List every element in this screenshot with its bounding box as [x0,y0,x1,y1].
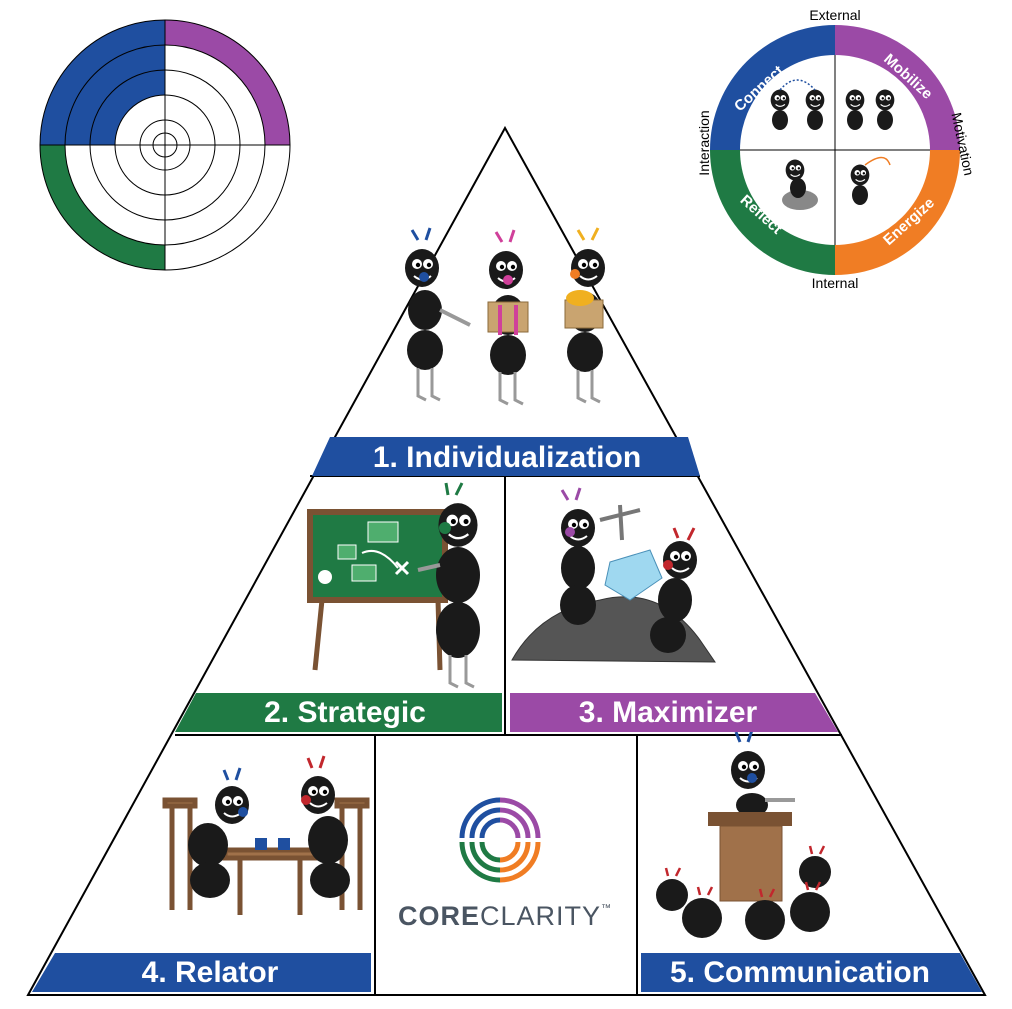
section-3-label: 3. Maximizer [579,696,758,729]
individualization-illustration [404,227,606,406]
connect-ants [770,79,825,130]
section-5-label: 5. Communication [670,956,930,989]
strategic-illustration [307,482,480,689]
maximizer-illustration [511,487,716,663]
axis-label-interaction: Interaction [696,110,712,175]
section-1-banner: 1. Individualization [312,437,700,476]
logo-word-light: CLARITY [480,901,601,931]
logo-word-bold: CORE [398,901,480,931]
ant-red [650,527,698,653]
communication-illustration [656,729,831,940]
ant-speaker [730,729,795,817]
axis-label-internal: Internal [812,275,859,291]
section-5-banner: 5. Communication [641,953,982,992]
ant-blue [404,227,471,402]
energize-ant [850,156,891,205]
section-4-label: 4. Relator [142,956,279,989]
coreclarity-logo: CORECLARITY™ [398,797,612,931]
empty-strength-wheel [39,19,291,271]
section-1-label: 1. Individualization [373,441,641,474]
logo-trademark: ™ [601,903,612,914]
ant-blue-relator [188,767,250,898]
relator-illustration [162,755,370,915]
reflect-ant [782,159,818,210]
section-2-banner: 2. Strategic [175,693,502,732]
axis-label-external: External [809,7,860,23]
ant-red-relator [300,755,350,898]
ant-purple [560,487,641,625]
section-4-banner: 4. Relator [32,953,371,992]
audience-ants [656,845,831,940]
logo-mark [459,797,541,883]
quadrant-wheel: Connect Mobilize Reflect Energize Extern… [696,7,977,291]
mobilize-ants [845,89,895,130]
section-2-label: 2. Strategic [264,696,426,729]
ant-green [417,482,480,689]
logo-wordmark: CORECLARITY™ [398,901,612,931]
ant-pink [487,229,529,406]
section-3-banner: 3. Maximizer [510,693,838,732]
ant-yellow [564,227,606,404]
